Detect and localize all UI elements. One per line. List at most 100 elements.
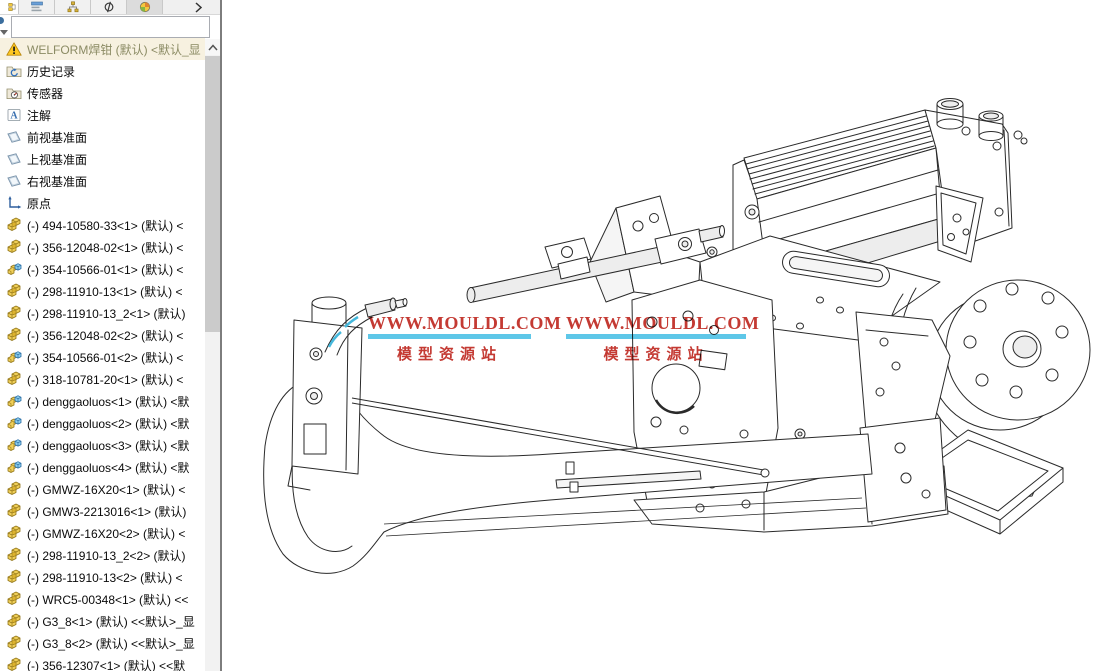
tree-component-label: (-) GMWZ-16X20<2> (默认) < [27,526,186,541]
tree-component-row[interactable]: (-) GMWZ-16X20<1> (默认) < [0,478,205,500]
tree-component-row[interactable]: (-) 298-11910-13<1> (默认) < [0,280,205,302]
model-electrode-holder[interactable] [287,296,770,491]
plane-icon [7,131,21,143]
tree-component-row[interactable]: (-) denggaoluos<1> (默认) <默 [0,390,205,412]
filter-funnel-icon[interactable] [0,15,9,39]
part-icon [7,481,21,495]
tree-item[interactable]: 前视基准面 [0,126,205,148]
tree-components: (-) 494-10580-33<1> (默认) < (-) 356-12048… [0,214,205,671]
scrollbar-up-button[interactable] [205,39,220,55]
assembly-icon [7,263,22,275]
sensors-folder-icon [6,88,22,99]
tree-component-row[interactable]: (-) G3_8<1> (默认) <<默认>_显 [0,610,205,632]
tree-component-row[interactable]: (-) 298-11910-13_2<2> (默认) [0,544,205,566]
annotations-icon: A [7,108,21,122]
tree-item[interactable]: 历史记录 [0,60,205,82]
warning-icon [6,42,22,56]
tree-component-row[interactable]: (-) 354-10566-01<2> (默认) < [0,346,205,368]
tree-component-row[interactable]: (-) 298-11910-13_2<1> (默认) [0,302,205,324]
tree-component-row[interactable]: (-) 318-10781-20<1> (默认) < [0,368,205,390]
tree-component-row[interactable]: (-) denggaoluos<4> (默认) <默 [0,456,205,478]
tree-component-label: (-) 298-11910-13<2> (默认) < [27,570,183,585]
part-icon [7,613,21,627]
part-icon [7,327,21,341]
tree-component-label: (-) G3_8<2> (默认) <<默认>_显 [27,636,195,651]
part-icon [7,657,21,671]
tree-component-row[interactable]: (-) 494-10580-33<1> (默认) < [0,214,205,236]
part-icon [7,591,21,605]
tree-root-assembly[interactable]: WELFORM焊钳 (默认) <默认_显 [0,38,205,60]
tree-scrollbar[interactable] [205,39,220,671]
tree-filter-input[interactable] [11,16,210,38]
configurationmanager-tab-icon[interactable] [55,0,91,14]
tree-component-row[interactable]: (-) GMW3-2213016<1> (默认) [0,500,205,522]
origin-icon [8,196,22,209]
model-frame-box[interactable] [902,429,1064,535]
tree-item[interactable]: 传感器 [0,82,205,104]
plane-icon [7,153,21,165]
tabs-overflow-chevron[interactable] [195,0,220,14]
tree-component-row[interactable]: (-) WRC5-00348<1> (默认) << [0,588,205,610]
displaymanager-tab-icon [139,1,150,13]
part-icon [7,569,21,583]
model-canvas[interactable] [222,0,1115,671]
scrollbar-thumb[interactable] [205,56,220,332]
tree-item-label: 传感器 [27,86,64,101]
displaymanager-tab-icon[interactable] [127,0,163,14]
tree-component-label: (-) 298-11910-13_2<1> (默认) [27,306,186,321]
assembly-icon [7,461,22,473]
tree-item-label: 原点 [27,196,52,211]
configurationmanager-tab-icon [67,1,78,13]
filter-funnel-glyph [0,17,4,24]
featuremanager-tree-tab-icon [8,3,16,11]
tree-item-label: 注解 [27,108,52,123]
tree-component-row[interactable]: (-) denggaoluos<2> (默认) <默 [0,412,205,434]
tree-item-label: 上视基准面 [27,152,88,167]
featuremanager-tree-tab-icon[interactable] [0,0,19,14]
tree-component-label: (-) 354-10566-01<1> (默认) < [27,262,184,277]
tree-component-label: (-) 298-11910-13<1> (默认) < [27,284,183,299]
part-icon [7,371,21,385]
tree-component-label: (-) denggaoluos<2> (默认) <默 [27,416,190,431]
tree-component-row[interactable]: (-) 298-11910-13<2> (默认) < [0,566,205,588]
feature-tree: WELFORM焊钳 (默认) <默认_显 历史记录 [0,38,205,671]
tree-component-row[interactable]: (-) denggaoluos<3> (默认) <默 [0,434,205,456]
assembly-icon [7,351,22,363]
dimxpertmanager-tab-icon[interactable] [91,0,127,14]
tree-component-label: (-) GMW3-2213016<1> (默认) [27,504,187,519]
propertymanager-tab-icon[interactable] [19,0,55,14]
graphics-viewport[interactable]: WWW.MOULDL.COM 模型资源站 WWW.MOULDL.COM 模型资源… [222,0,1115,671]
tree-component-label: (-) 356-12048-02<2> (默认) < [27,328,184,343]
tree-component-row[interactable]: (-) 356-12307<1> (默认) <<默 [0,654,205,671]
tree-filter-row [0,15,220,39]
propertymanager-tab-icon [30,1,43,12]
assembly-icon [7,417,22,429]
tree-item[interactable]: 右视基准面 [0,170,205,192]
tree-component-row[interactable]: (-) GMWZ-16X20<2> (默认) < [0,522,205,544]
tree-component-label: (-) 318-10781-20<1> (默认) < [27,372,184,387]
tree-component-row[interactable]: (-) 356-12048-02<1> (默认) < [0,236,205,258]
tree-item-label: 前视基准面 [27,130,88,145]
tree-component-row[interactable]: (-) G3_8<2> (默认) <<默认>_显 [0,632,205,654]
tree-component-row[interactable]: (-) 356-12048-02<2> (默认) < [0,324,205,346]
tree-component-label: (-) GMWZ-16X20<1> (默认) < [27,482,186,497]
svg-text:A: A [10,111,18,122]
panel-tabs [0,0,163,14]
tree-component-label: (-) 298-11910-13_2<2> (默认) [27,548,186,563]
tree-item-label: 右视基准面 [27,174,88,189]
tree-item-label: 历史记录 [27,64,76,79]
tree-component-row[interactable]: (-) 354-10566-01<1> (默认) < [0,258,205,280]
tree-component-label: (-) denggaoluos<1> (默认) <默 [27,394,190,409]
model-piston-rod[interactable] [466,195,725,303]
assembly-icon [7,439,22,451]
tree-item[interactable]: 原点 [0,192,205,214]
featuremanager-panel: WELFORM焊钳 (默认) <默认_显 历史记录 [0,0,222,671]
tree-item[interactable]: A 注解 [0,104,205,126]
part-icon [7,283,21,297]
part-icon [7,525,21,539]
part-icon [7,503,21,517]
tree-item[interactable]: 上视基准面 [0,148,205,170]
tree-component-label: (-) denggaoluos<3> (默认) <默 [27,438,190,453]
part-icon [7,305,21,319]
